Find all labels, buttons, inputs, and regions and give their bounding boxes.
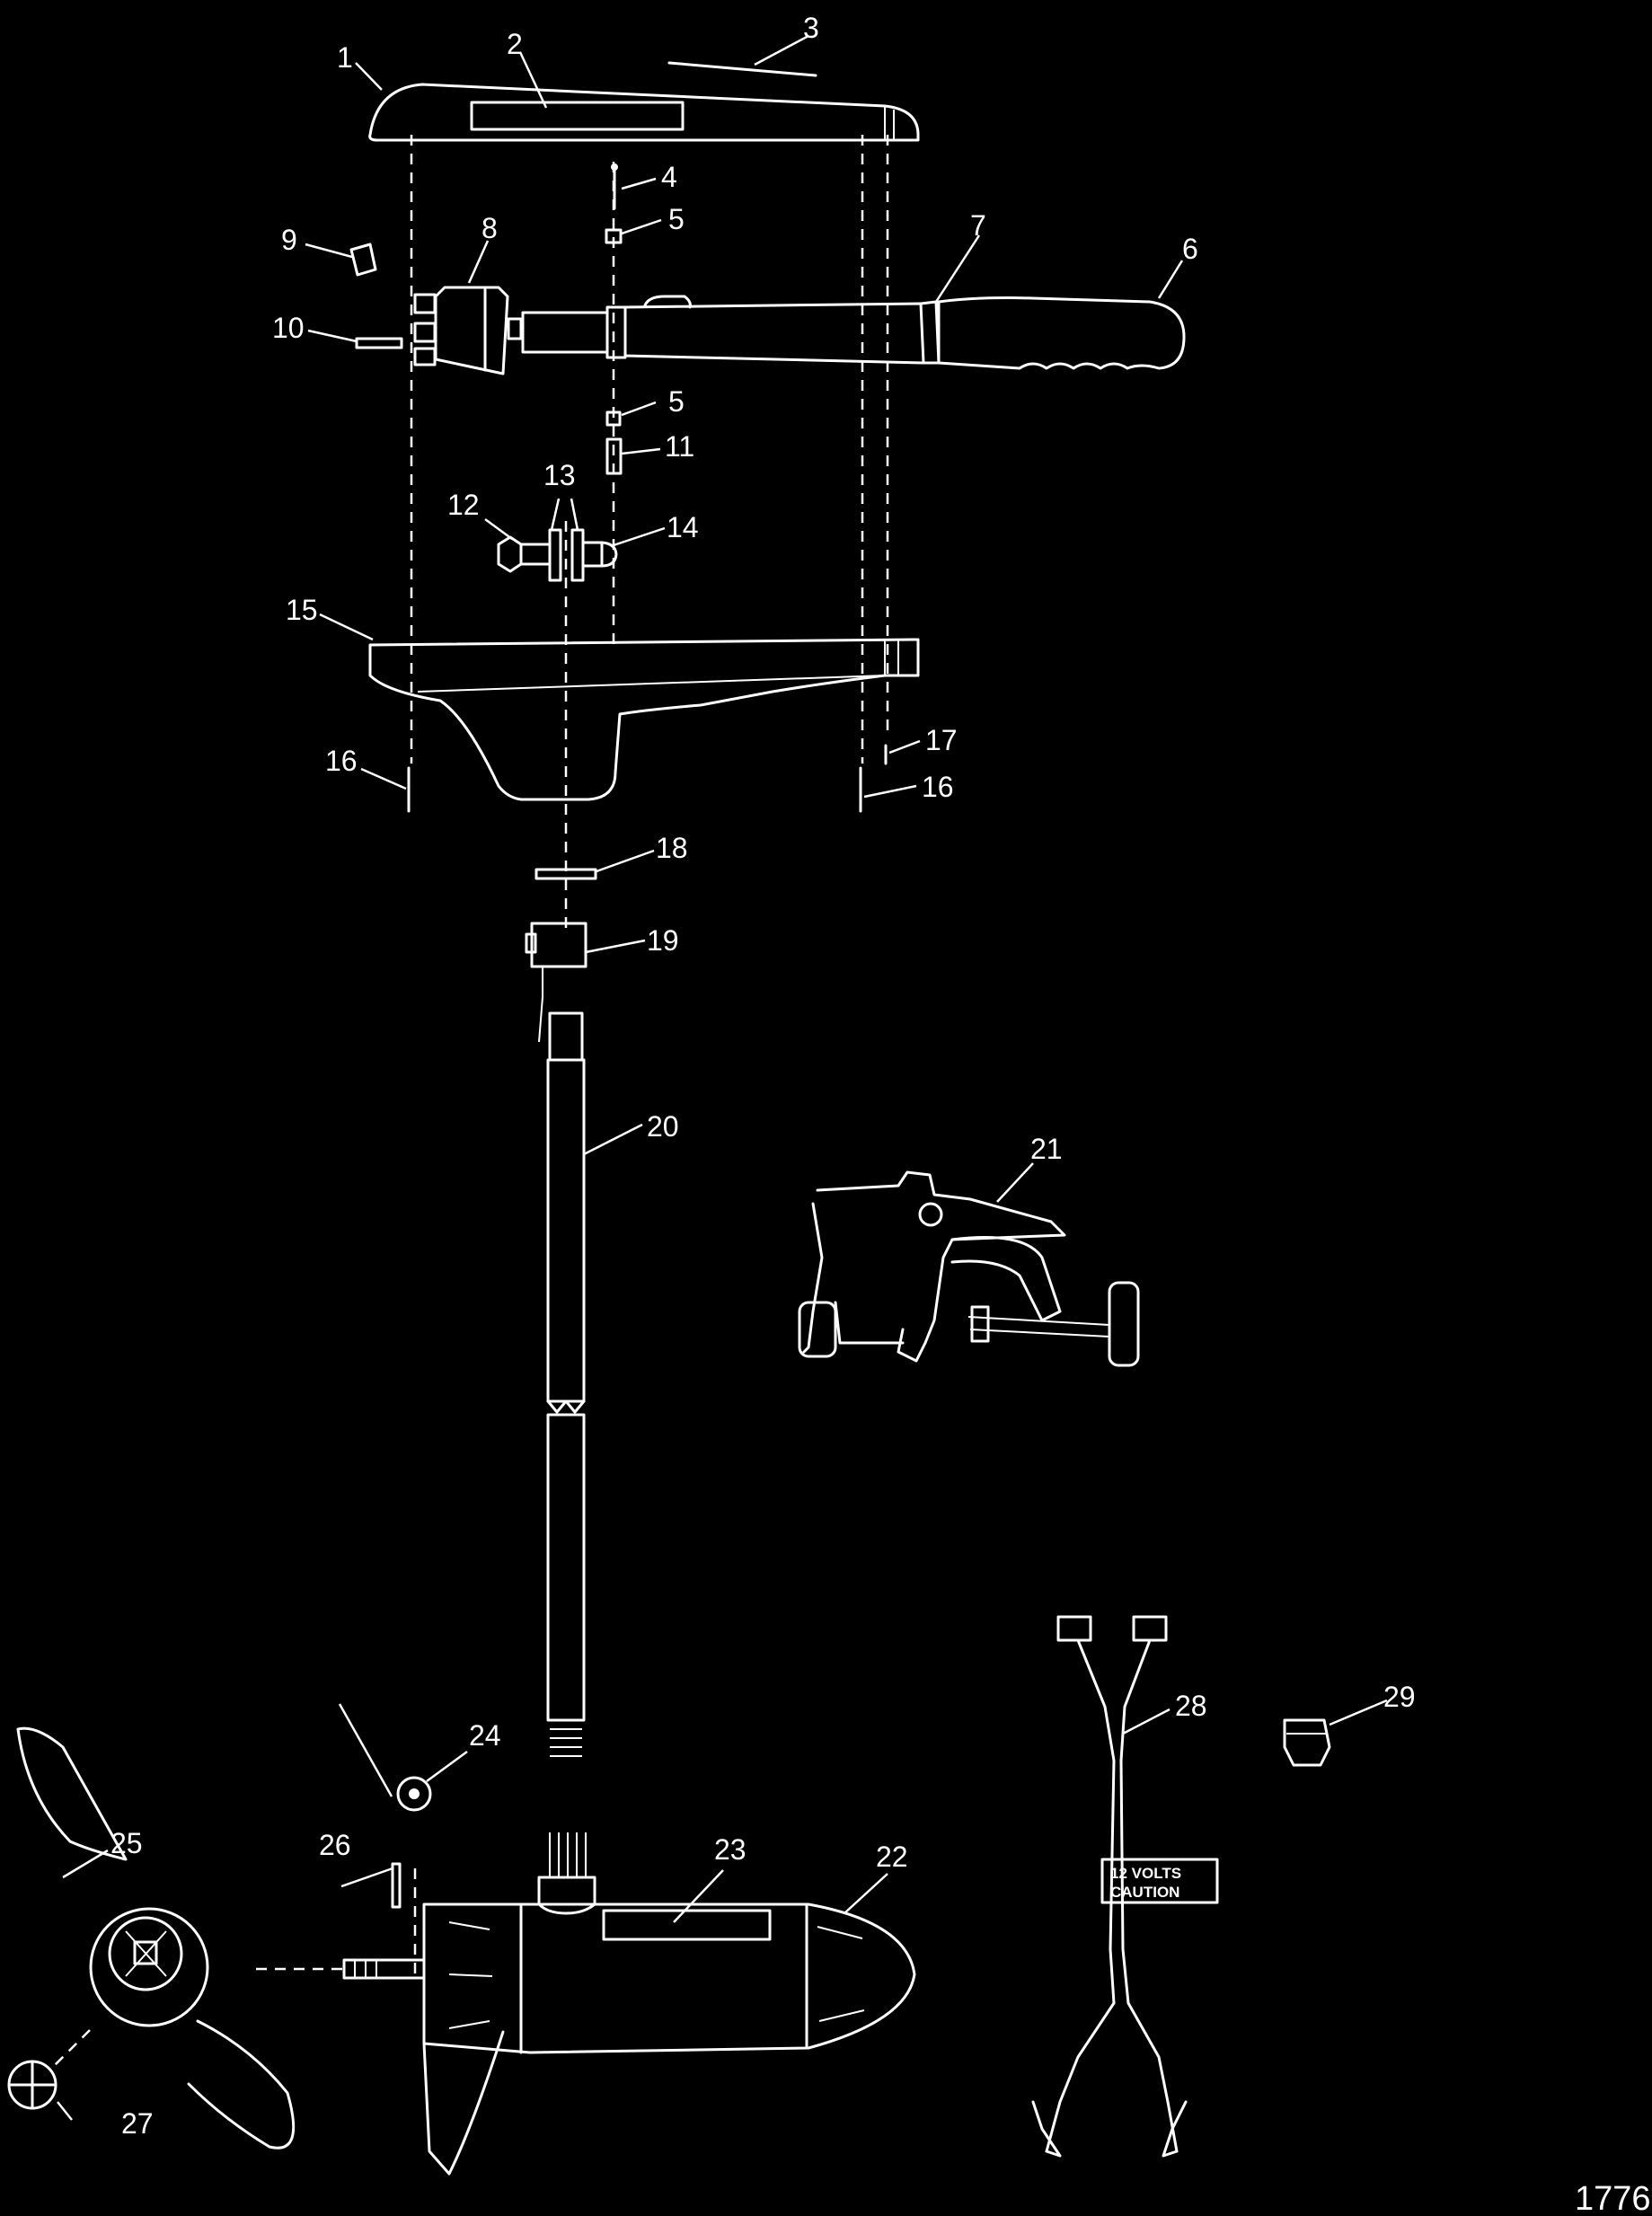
part-bushing: [605, 437, 623, 475]
part-screw: [611, 163, 618, 210]
callout-25: 25: [110, 1827, 143, 1859]
part-motor-housing: [422, 1832, 916, 2176]
part-shaft: [546, 1011, 586, 1757]
part-mount-bracket: [798, 1170, 1140, 1367]
part-drive-pin: [391, 1862, 402, 1909]
part-motor-decal: [602, 1909, 772, 1941]
callout-22: 22: [876, 1841, 908, 1873]
callout-7: 7: [970, 209, 986, 242]
callout-15: 15: [286, 594, 318, 626]
part-prop-nut-large: [7, 2060, 57, 2110]
part-decal-strip: [667, 61, 817, 77]
part-propeller: [16, 1726, 296, 2150]
callout-12: 12: [447, 489, 480, 521]
part-prop-nut: [396, 1776, 432, 1812]
callout-5: 5: [668, 203, 685, 235]
part-hardware-stack: [497, 528, 618, 582]
cable-label-line2: CAUTION: [1110, 1884, 1179, 1901]
callout-17: 17: [925, 724, 958, 756]
callout-3: 3: [803, 12, 819, 44]
part-nut-lower: [605, 411, 622, 427]
part-handle-grip: [937, 296, 1186, 370]
callout-8: 8: [481, 212, 498, 244]
callout-4: 4: [661, 161, 677, 193]
part-washer: [534, 868, 597, 880]
callout-28: 28: [1175, 1690, 1207, 1722]
callout-18: 18: [656, 832, 688, 864]
part-nut-upper: [605, 228, 623, 244]
part-bottom-cover: [368, 638, 920, 801]
assembly-lines: [53, 135, 889, 2067]
callout-23: 23: [714, 1833, 746, 1866]
callout-14: 14: [667, 511, 699, 543]
callout-24: 24: [469, 1719, 501, 1752]
cable-warning-label: 12 VOLTS CAUTION: [1100, 1858, 1219, 1904]
callout-29: 29: [1383, 1681, 1416, 1713]
callout-numbers: 1 2 3 4 5 6 7 8 9 10 5 11 12 13 14 15 16…: [110, 12, 1416, 2140]
part-connector: [349, 243, 377, 277]
callout-10: 10: [272, 312, 305, 344]
callout-27: 27: [121, 2107, 154, 2140]
part-collar: [525, 922, 587, 1043]
callout-5-lower: 5: [668, 385, 685, 418]
cable-label-line1: 12 VOLTS: [1110, 1865, 1181, 1882]
callout-2: 2: [507, 28, 523, 60]
part-switch: [413, 286, 523, 375]
callout-21: 21: [1030, 1133, 1063, 1165]
part-top-cover: [368, 83, 920, 142]
callout-6: 6: [1182, 233, 1198, 265]
callout-26: 26: [319, 1829, 351, 1861]
sheet-id: 1776: [1575, 2180, 1651, 2216]
callout-19: 19: [647, 924, 679, 957]
part-battery-cable: [1031, 1615, 1188, 2158]
callout-11: 11: [665, 430, 694, 463]
part-pin: [355, 337, 403, 349]
callout-16-right: 16: [922, 771, 954, 803]
part-decal: [470, 101, 685, 131]
callout-9: 9: [281, 224, 297, 256]
leader-lines: [57, 34, 1388, 2121]
part-tiller-handle: [521, 295, 941, 365]
part-prop-shaft: [342, 1958, 426, 1980]
callout-20: 20: [647, 1110, 679, 1143]
part-plug: [1283, 1718, 1331, 1767]
callout-16: 16: [325, 745, 358, 777]
callout-13: 13: [543, 459, 576, 491]
callout-1: 1: [337, 41, 353, 74]
